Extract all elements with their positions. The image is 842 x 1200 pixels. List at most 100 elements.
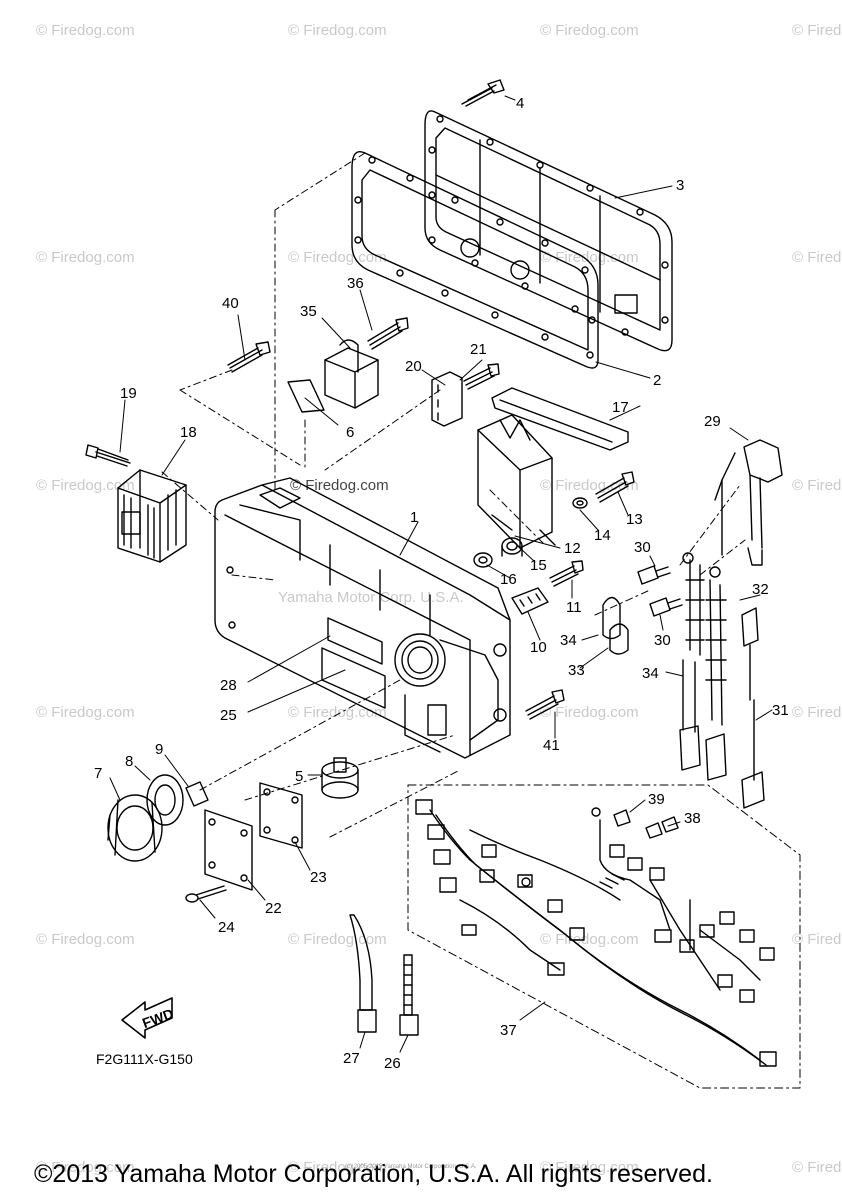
ecu-part-12 xyxy=(477,414,556,549)
electrical-box-part-1 xyxy=(214,477,511,759)
callout-15: 15 xyxy=(530,557,547,574)
watermark: © Firedog.com xyxy=(288,931,387,948)
ring-part-8 xyxy=(146,774,184,826)
callout-42: 41 xyxy=(543,737,560,754)
watermark: © Firedog.com xyxy=(36,1159,135,1176)
screw-part-30a xyxy=(637,565,671,585)
callout-16: 16 xyxy=(500,571,517,588)
watermark: © Firedog.com xyxy=(36,931,135,948)
callout-18: 18 xyxy=(180,424,197,441)
watermark: © Firedog.com xyxy=(540,22,639,39)
connector-part-10 xyxy=(511,587,549,615)
pad-part-6 xyxy=(287,379,325,413)
watermark: © Firedog.com xyxy=(36,249,135,266)
callout-33: 33 xyxy=(568,662,585,679)
washer-part-14 xyxy=(572,497,588,509)
callout-31: 31 xyxy=(772,702,789,719)
watermark: © Firedog.com xyxy=(792,931,842,948)
harness-part-38 xyxy=(415,799,777,1067)
watermark: © Firedog.com xyxy=(540,1159,639,1176)
callout-6: 6 xyxy=(346,424,354,441)
watermark: © Firedog.com xyxy=(36,477,135,494)
callout-2: 2 xyxy=(653,372,661,389)
bracket-part-20 xyxy=(431,371,463,427)
terminal-part-39 xyxy=(645,816,679,839)
screw-part-41 xyxy=(227,341,271,373)
grommet-part-16 xyxy=(473,552,493,568)
grommet-part-9 xyxy=(185,781,209,807)
callout-27: 27 xyxy=(343,1050,360,1067)
callout-9: 9 xyxy=(155,741,163,758)
tie-part-27 xyxy=(349,914,377,1033)
gasket-part-2 xyxy=(351,150,599,369)
watermark: © Firedog.com xyxy=(540,477,639,494)
callout-40: 39 xyxy=(648,791,665,808)
callout-30a: 30 xyxy=(634,539,651,556)
watermark: © Firedog.com xyxy=(36,704,135,721)
watermark: © Firedog.com xyxy=(288,704,387,721)
watermark: © Firedog.com xyxy=(540,931,639,948)
screw-part-19 xyxy=(85,444,131,467)
screw-part-4 xyxy=(461,79,505,107)
wire-part-32 xyxy=(682,552,765,809)
callout-11: 11 xyxy=(566,599,582,616)
callout-41: 40 xyxy=(222,295,239,312)
callout-36: 35 xyxy=(300,303,317,320)
callout-19: 19 xyxy=(120,385,137,402)
watermark: © Firedog.com xyxy=(792,1159,842,1176)
callout-10: 10 xyxy=(530,639,547,656)
harness-box-part-38 xyxy=(407,784,801,1089)
watermark-prominent: © Firedog.com xyxy=(290,477,389,494)
callout-28: 28 xyxy=(220,677,237,694)
boot-part-33 xyxy=(609,623,629,655)
fine-print: (c) 2005-2015 Yamaha Motor Corporation, … xyxy=(345,1164,477,1170)
callout-26: 26 xyxy=(384,1055,401,1072)
rectifier-part-18 xyxy=(117,469,187,563)
boot-part-35 xyxy=(602,596,621,640)
copyright-notice: ©2013 Yamaha Motor Corporation, U.S.A. A… xyxy=(34,1160,713,1188)
callout-37: 36 xyxy=(347,275,364,292)
callout-7: 7 xyxy=(94,765,102,782)
sensor-part-29 xyxy=(714,439,783,566)
watermark-center: Yamaha Motor Corp. U.S.A. xyxy=(278,589,464,606)
grommet-part-15 xyxy=(501,537,523,557)
watermark: © Firedog.com xyxy=(540,704,639,721)
callout-14: 14 xyxy=(594,527,611,544)
plate-part-23 xyxy=(259,782,303,849)
callout-20: 20 xyxy=(405,358,422,375)
watermark: © Firedog.com xyxy=(288,249,387,266)
callout-numbers: 4 3 2 17 36 35 21 20 40 19 18 6 1 12 14 … xyxy=(94,95,789,1072)
watermark: © Firedog.com xyxy=(792,249,842,266)
callout-22: 22 xyxy=(265,900,282,917)
watermark: © Firedog.com xyxy=(792,22,842,39)
cap-part-7 xyxy=(107,794,163,862)
labels-part-28-25 xyxy=(321,617,386,709)
callout-leaders xyxy=(109,95,773,1053)
callout-24: 24 xyxy=(218,919,235,936)
screw-part-24 xyxy=(185,885,227,903)
cover-part-3 xyxy=(424,110,673,352)
callout-5: 5 xyxy=(295,768,303,785)
screw-part-42 xyxy=(525,689,565,720)
callout-25: 25 xyxy=(220,707,237,724)
fwd-arrow-icon: FWD xyxy=(121,997,176,1039)
screw-part-37 xyxy=(367,317,409,350)
callout-8: 8 xyxy=(125,753,133,770)
callout-4: 4 xyxy=(516,95,524,112)
tie-part-26 xyxy=(399,954,419,1036)
screw-part-21 xyxy=(463,363,500,390)
fuse-part-5 xyxy=(321,757,359,799)
callout-39: 38 xyxy=(684,810,701,827)
callout-29: 29 xyxy=(704,413,721,430)
diagram-code: F2G111X-G150 xyxy=(96,1051,193,1067)
watermark: © Firedog.com xyxy=(792,477,842,494)
callout-32: 32 xyxy=(752,581,769,598)
watermark: © Firedog.com xyxy=(792,704,842,721)
screw-part-13 xyxy=(595,471,635,503)
callout-23: 23 xyxy=(310,869,327,886)
callout-35: 34 xyxy=(560,632,577,649)
wire-part-34 xyxy=(679,659,727,781)
screw-part-30b xyxy=(649,597,683,617)
